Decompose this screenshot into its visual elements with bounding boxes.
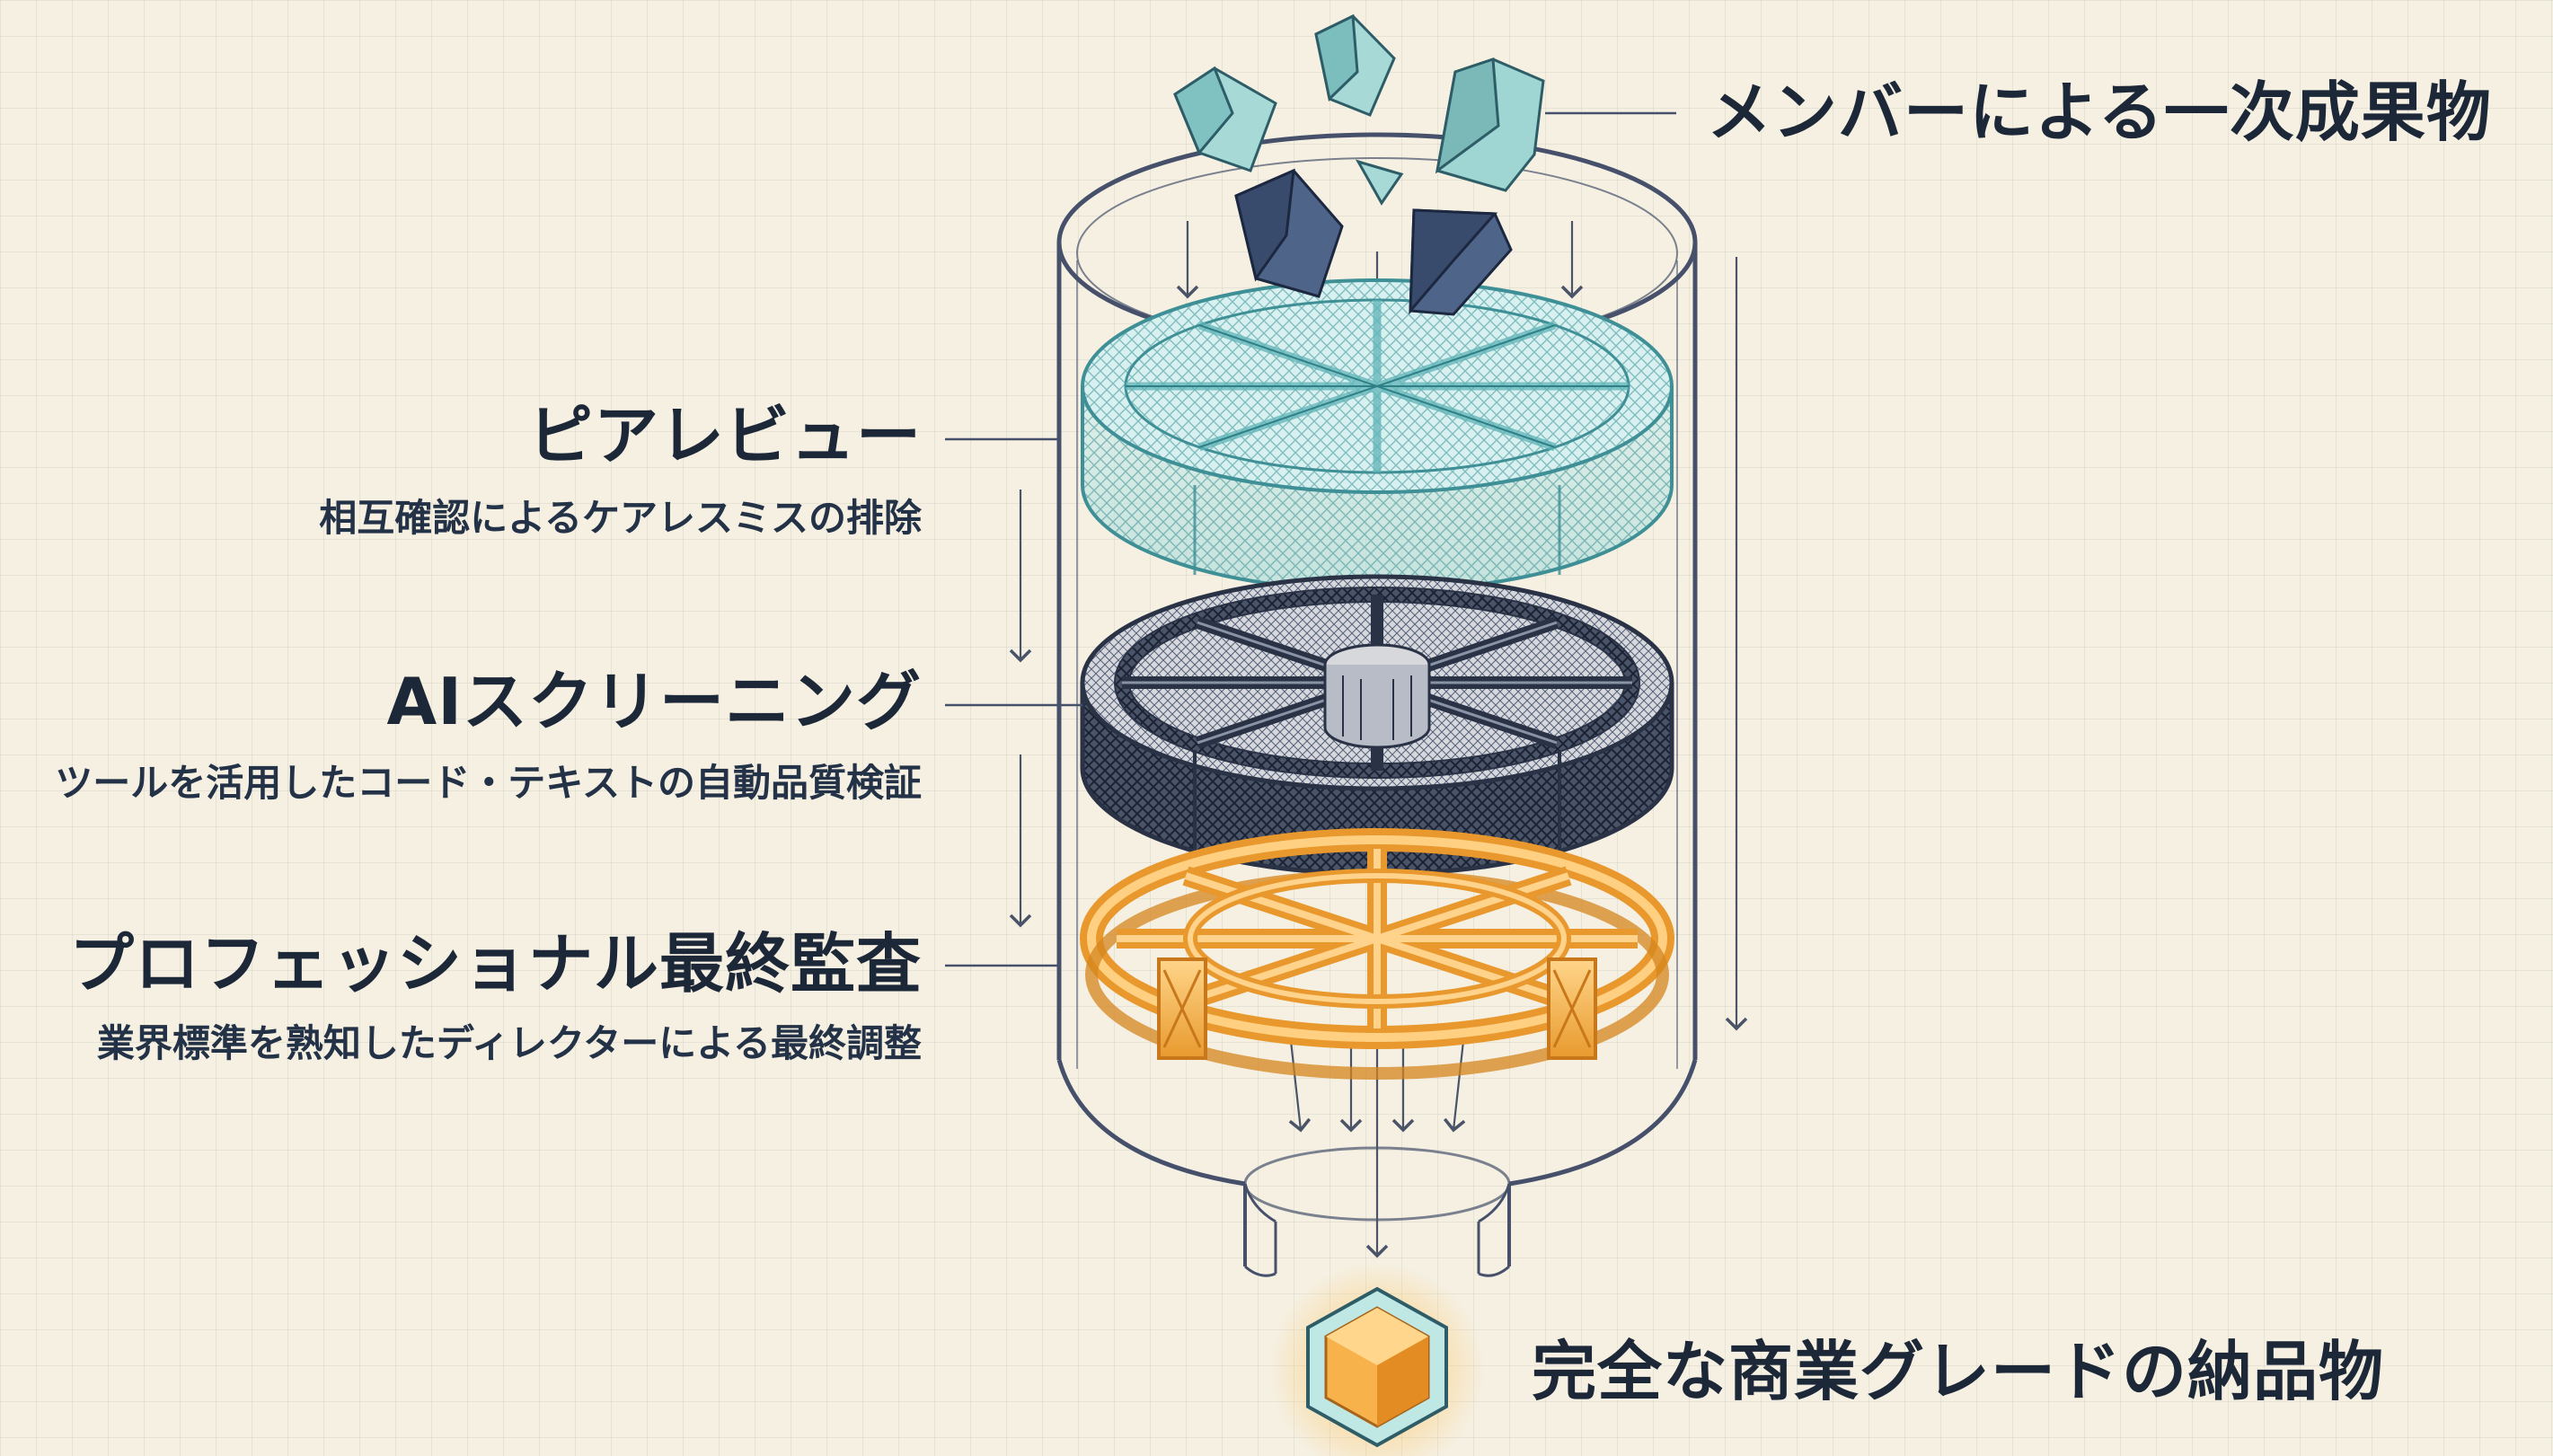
final-audit-filter [1080, 828, 1674, 1080]
output-label: 完全な商業グレードの納品物 [1532, 1334, 2385, 1409]
stage-subtitle-peer-review: 相互確認によるケアレスミスの排除 [319, 496, 922, 540]
output-cube-icon [1269, 1262, 1485, 1456]
input-fragments [1173, 13, 1545, 316]
stage-title-ai-screening: AIスクリーニング [386, 664, 922, 739]
flow-arrows [1009, 221, 1748, 1258]
peer-review-filter [1081, 278, 1674, 593]
leader-lines [945, 111, 1676, 967]
input-label: メンバーによる一次成果物 [1707, 75, 2492, 150]
stage-subtitle-final-audit: 業界標準を熟知したディレクターによる最終調整 [96, 1021, 922, 1065]
stage-title-final-audit: プロフェッショナル最終監査 [68, 926, 922, 1002]
stage-subtitle-ai-screening: ツールを活用したコード・テキストの自動品質検証 [55, 761, 922, 805]
stage-title-peer-review: ピアレビュー [527, 398, 922, 473]
ai-screening-filter [1080, 574, 1674, 877]
